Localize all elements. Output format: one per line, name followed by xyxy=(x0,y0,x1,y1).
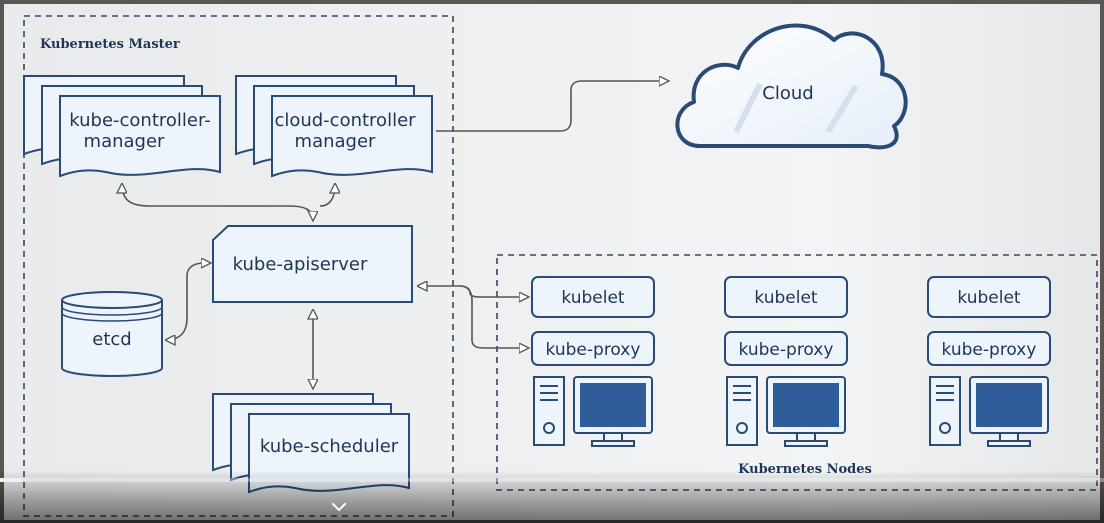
connector-apiserver-kubelet xyxy=(418,286,528,297)
kubelet-box xyxy=(927,276,1051,318)
cloud-label: Cloud xyxy=(762,83,813,104)
monitor-icon xyxy=(969,376,1049,447)
chevron-down-icon[interactable] xyxy=(330,500,348,514)
kube-proxy-label: kube-proxy xyxy=(546,340,641,360)
nodes-group: kubeletkube-proxykubeletkube-proxykubele… xyxy=(531,276,1051,447)
monitor-icon xyxy=(766,376,846,447)
connector-apiserver-kubeproxy xyxy=(459,285,528,348)
computer-tower-icon xyxy=(533,376,565,446)
kubelet-label: kubelet xyxy=(957,288,1021,308)
monitor-icon xyxy=(573,376,653,447)
connector-controller-apiserver xyxy=(122,184,313,220)
cloud-controller-manager-label-line1: cloud-controller xyxy=(274,110,416,131)
kube-proxy-box xyxy=(927,331,1051,366)
cloud-controller-manager: cloud-controller manager xyxy=(235,75,433,178)
connector-cloudcontroller-cloud xyxy=(436,81,668,132)
kube-proxy-box xyxy=(531,331,655,366)
kubelet-box xyxy=(724,276,848,318)
cloud-controller-manager-label-line2: manager xyxy=(295,131,377,152)
kube-proxy-label: kube-proxy xyxy=(739,340,834,360)
computer-tower-icon xyxy=(726,376,758,446)
controller-manager-label-line2: manager xyxy=(84,131,166,152)
master-title: Kubernetes Master xyxy=(40,37,180,52)
kubelet-label: kubelet xyxy=(561,288,625,308)
node-1: kubelet kube-proxy xyxy=(531,276,655,447)
etcd-label: etcd xyxy=(92,329,131,350)
node-2: kubelet kube-proxy xyxy=(724,276,848,447)
nodes-title: Kubernetes Nodes xyxy=(738,462,872,477)
kube-proxy-label: kube-proxy xyxy=(942,340,1037,360)
computer-tower-icon xyxy=(929,376,961,446)
etcd-database: etcd xyxy=(61,291,163,377)
cloud: Cloud xyxy=(675,23,908,150)
connectors xyxy=(122,81,668,388)
kube-apiserver: kube-apiserver xyxy=(212,225,413,303)
kube-controller-manager: kube-controller- manager xyxy=(23,75,221,178)
kubelet-box xyxy=(531,276,655,318)
connector-etcd-apiserver xyxy=(166,263,210,340)
scheduler-label: kube-scheduler xyxy=(260,436,399,457)
apiserver-label: kube-apiserver xyxy=(233,254,368,275)
connector-cloudcontroller-apiserver xyxy=(319,184,335,207)
kubelet-label: kubelet xyxy=(754,288,818,308)
video-progress-bar[interactable] xyxy=(0,478,1104,482)
kube-proxy-box xyxy=(724,331,848,366)
controller-manager-label-line1: kube-controller- xyxy=(69,110,211,131)
node-3: kubelet kube-proxy xyxy=(927,276,1051,447)
video-progress-fill xyxy=(0,478,23,482)
master-boundary xyxy=(23,15,454,517)
